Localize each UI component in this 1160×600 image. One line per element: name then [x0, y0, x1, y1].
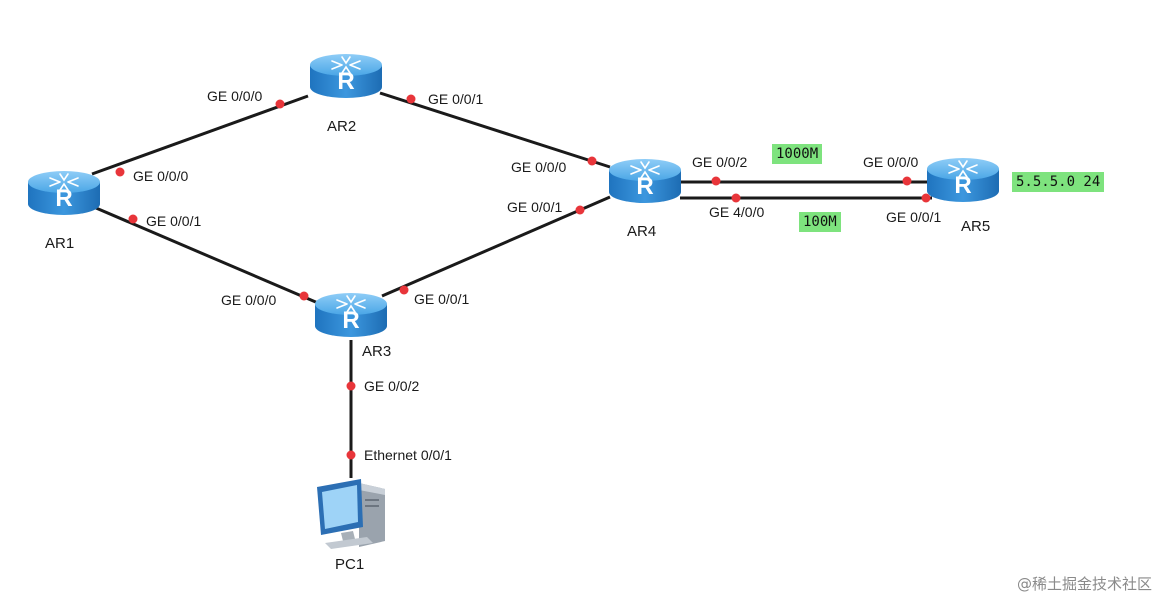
port-label-ar2-ge001: GE 0/0/1 — [428, 91, 483, 107]
port-dot-ar5-ge001[interactable] — [921, 193, 931, 203]
router-ar3[interactable] — [314, 292, 388, 338]
link-ar1-ar3[interactable] — [95, 206, 319, 305]
port-label-ar2-ge000: GE 0/0/0 — [207, 88, 262, 104]
port-label-ar3-ge001: GE 0/0/1 — [414, 291, 469, 307]
port-dot-ar1-ge001[interactable] — [128, 214, 138, 224]
router-ar1[interactable] — [27, 170, 101, 216]
port-dot-ar5-ge000[interactable] — [902, 176, 912, 186]
network-tag: 5.5.5.0 24 — [1012, 172, 1105, 192]
device-label-ar5: AR5 — [961, 218, 990, 235]
port-dot-ar3-ge001[interactable] — [399, 285, 409, 295]
router-icon — [27, 170, 101, 216]
port-dot-pc1-eth[interactable] — [346, 450, 356, 460]
port-label-ar1-ge001: GE 0/0/1 — [146, 213, 201, 229]
router-icon — [309, 53, 383, 99]
router-ar4[interactable] — [608, 158, 682, 204]
pc-pc1[interactable] — [317, 479, 385, 549]
links — [91, 91, 932, 478]
port-labels: GE 0/0/0 GE 0/0/1 GE 0/0/0 GE 0/0/1 GE 0… — [133, 88, 941, 463]
port-dots — [115, 94, 931, 460]
port-label-ar5-ge000: GE 0/0/0 — [863, 154, 918, 170]
port-label-ar1-ge000: GE 0/0/0 — [133, 168, 188, 184]
device-labels: AR2 AR1 AR3 AR4 AR5 PC1 — [45, 118, 990, 573]
link-ar3-ar4[interactable] — [381, 195, 611, 298]
watermark: @稀土掘金技术社区 — [1016, 575, 1152, 593]
pc-icon — [317, 479, 385, 549]
port-label-ar3-ge002: GE 0/0/2 — [364, 378, 419, 394]
port-label-ar4-ge001: GE 0/0/1 — [507, 199, 562, 215]
port-dot-ar4-ge400[interactable] — [731, 193, 741, 203]
port-dot-ar4-ge000[interactable] — [587, 156, 597, 166]
router-icon — [314, 292, 388, 338]
port-dot-ar4-ge001[interactable] — [575, 205, 585, 215]
device-label-ar4: AR4 — [627, 223, 656, 240]
router-icon — [926, 157, 1000, 203]
link-ar2-ar4[interactable] — [379, 91, 611, 169]
port-dot-ar3-ge000[interactable] — [299, 291, 309, 301]
port-label-ar4-ge002: GE 0/0/2 — [692, 154, 747, 170]
port-label-ar5-ge001: GE 0/0/1 — [886, 209, 941, 225]
device-label-ar1: AR1 — [45, 235, 74, 252]
router-icon — [608, 158, 682, 204]
device-label-ar2: AR2 — [327, 118, 356, 135]
port-label-ar3-ge000: GE 0/0/0 — [221, 292, 276, 308]
device-label-ar3: AR3 — [362, 343, 391, 360]
router-ar2[interactable] — [309, 53, 383, 99]
port-dot-ar1-ge000[interactable] — [115, 167, 125, 177]
port-dot-ar4-ge002[interactable] — [711, 176, 721, 186]
port-label-ar4-ge400: GE 4/0/0 — [709, 204, 764, 220]
port-label-ar4-ge000: GE 0/0/0 — [511, 159, 566, 175]
port-label-pc1-eth: Ethernet 0/0/1 — [364, 447, 452, 463]
port-dot-ar2-ge001[interactable] — [406, 94, 416, 104]
router-ar5[interactable] — [926, 157, 1000, 203]
port-dot-ar3-ge002[interactable] — [346, 381, 356, 391]
port-dot-ar2-ge000[interactable] — [275, 99, 285, 109]
link-ar1-ar2[interactable] — [91, 94, 309, 176]
device-label-pc1: PC1 — [335, 556, 364, 573]
bandwidth-tag-1000m: 1000M — [772, 144, 823, 164]
bandwidth-tag-100m: 100M — [799, 212, 841, 232]
